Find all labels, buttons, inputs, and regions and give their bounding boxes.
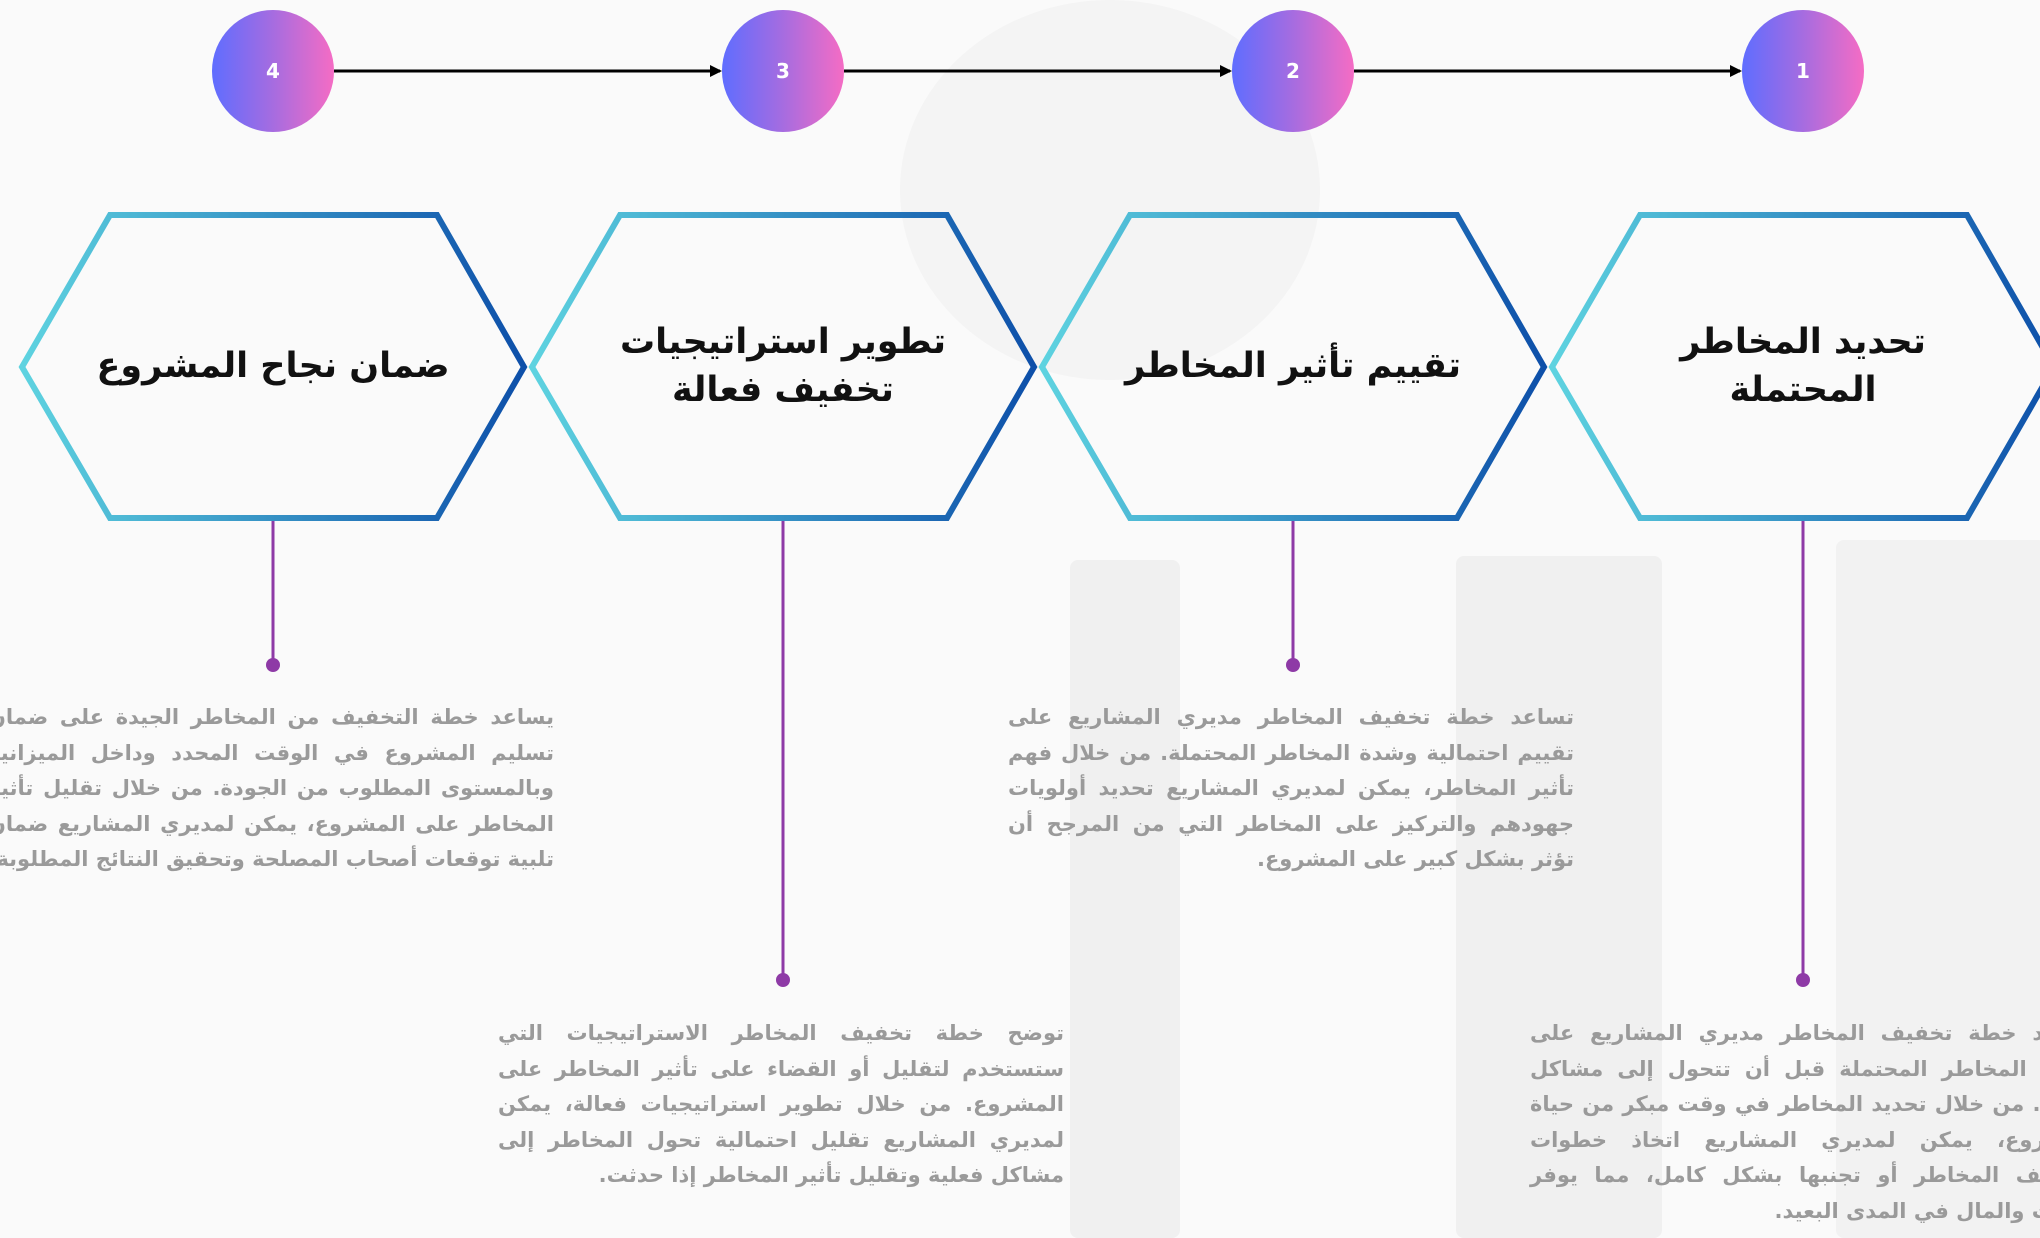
connector-dot-step-3 <box>776 973 790 987</box>
step-title: ضمان نجاح المشروع <box>96 346 450 386</box>
hexagon-step-1 <box>1548 212 2040 521</box>
step-title: تطوير استراتيجيات تخفيف فعالة <box>619 322 946 410</box>
step-number-badge: 2 <box>1232 10 1354 132</box>
step-description: توضح خطة تخفيف المخاطر الاستراتيجيات الت… <box>498 1021 1064 1187</box>
hexagon-step-4 <box>18 212 528 521</box>
step-number-badge: 1 <box>1742 10 1864 132</box>
step-title: تحديد المخاطر المحتملة <box>1680 322 1926 410</box>
step-description: تساعد خطة تخفيف المخاطر مديري المشاريع ع… <box>1008 705 1574 871</box>
hexagon-step-3 <box>528 212 1038 521</box>
connector-dot-step-2 <box>1286 658 1300 672</box>
connector-dot-step-4 <box>266 658 280 672</box>
hexagon-step-2 <box>1038 212 1548 521</box>
step-title: تقييم تأثير المخاطر <box>1125 346 1461 386</box>
connector-dot-step-1 <box>1796 973 1810 987</box>
step-number-badge: 4 <box>212 10 334 132</box>
step-description: يساعد خطة التخفيف من المخاطر الجيدة على … <box>0 705 554 871</box>
step-description: تساعد خطة تخفيف المخاطر مديري المشاريع ع… <box>1530 1021 2040 1223</box>
step-number-badge: 3 <box>722 10 844 132</box>
